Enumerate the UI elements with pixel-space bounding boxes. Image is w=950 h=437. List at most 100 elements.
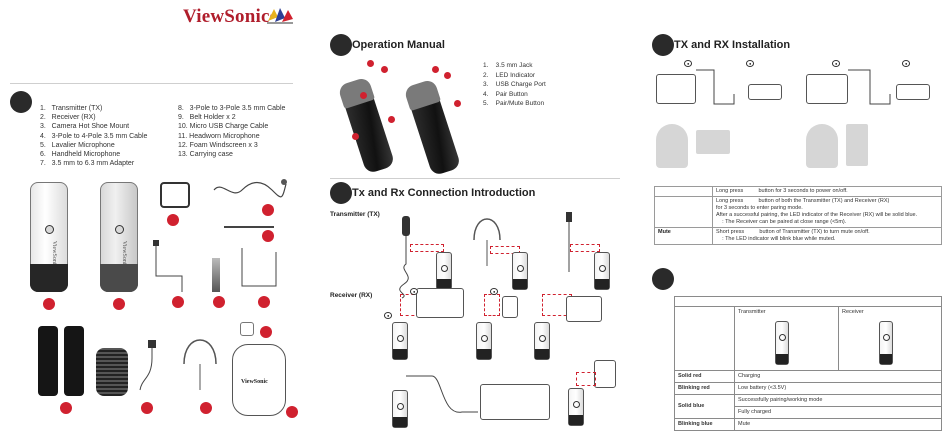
led-state: Solid red (674, 370, 735, 383)
tx-caption: Transmitter (TX) (330, 211, 380, 218)
callout-1 (43, 298, 55, 310)
section-badge-installation (652, 34, 674, 56)
list-item: 5. Pair/Mute Button (483, 100, 545, 107)
led-tx-header: Transmitter (734, 306, 839, 371)
list-item: 5. Lavalier Microphone (40, 141, 115, 149)
contents-list-b: 8. 3-Pole to 3-Pole 3.5 mm Cable 9. Belt… (178, 104, 285, 159)
amplifier-icon (480, 384, 550, 420)
list-item: 3. USB Charge Port (483, 81, 546, 88)
callout-led (381, 66, 388, 73)
list-item: 11. Headworn Microphone (178, 132, 260, 140)
rx-unit (392, 390, 408, 428)
camera-cable-image (696, 69, 735, 105)
callout-7 (213, 296, 225, 308)
callout-usb (352, 133, 359, 140)
section-badge-led (652, 268, 674, 290)
rx-unit (534, 322, 550, 360)
carrying-case-image: ViewSonic (232, 344, 286, 416)
windscreen-image (96, 348, 128, 396)
operation-parts-list: 1. 3.5 mm Jack 2. LED Indicator 3. USB C… (483, 61, 546, 109)
list-item: 9. Belt Holder x 2 (178, 114, 236, 122)
connection-line (576, 372, 596, 386)
led-table-title (674, 296, 942, 307)
left-divider (10, 83, 293, 84)
port-label: ● (832, 60, 841, 67)
led-meaning: Low battery (<3.5V) (734, 382, 942, 395)
list-item: 13. Carrying case (178, 151, 233, 159)
callout-13 (286, 406, 298, 418)
list-item: 3. Camera Hot Shoe Mount (40, 123, 130, 131)
list-item: 4. 3-Pole to 4-Pole 3.5 mm Cable (40, 132, 148, 140)
lavalier-mic-image (153, 240, 183, 292)
brand-logo: ViewSonic ® (183, 6, 275, 28)
list-item: 4. Pair Button (483, 90, 528, 98)
straight-cable-image (224, 226, 274, 228)
callout-rx-led (444, 72, 451, 79)
list-item: 1. 3.5 mm Jack (483, 62, 533, 69)
callout-pair-mute (388, 116, 395, 123)
callout-2 (113, 298, 125, 310)
instruction-label (654, 196, 713, 228)
led-state: Blinking blue (674, 418, 735, 431)
transmitter-image: ViewSonic (30, 182, 68, 292)
brand-name: ViewSonic (183, 6, 270, 27)
callout-8 (262, 230, 274, 242)
power-button-icon (45, 225, 54, 234)
led-meaning: Fully charged (734, 406, 942, 419)
contents-list-a: 1. Transmitter (TX) 2. Receiver (RX) 3. … (40, 104, 147, 168)
list-item: 6. Handheld Microphone (40, 151, 121, 159)
hot-shoe-mount-image (160, 182, 190, 208)
callout-6 (260, 326, 272, 338)
led-rx-header: Receiver (838, 306, 942, 371)
tx-unit (436, 252, 452, 290)
rx-unit (568, 388, 584, 426)
connection-line (570, 244, 600, 252)
belt-holder-image (64, 326, 84, 396)
instructions-table: Long press button for 3 seconds to power… (654, 186, 942, 245)
receiver-diagram (403, 78, 462, 177)
callout-10 (258, 296, 270, 308)
section-badge-contents (10, 91, 32, 113)
led-meaning: Mute (734, 418, 942, 431)
list-item: 1. Transmitter (TX) (40, 105, 103, 112)
transmitter-diagram (337, 76, 396, 175)
tx-led-image (775, 321, 789, 365)
list-item: 8. 3-Pole to 3-Pole 3.5 mm Cable (178, 105, 286, 112)
led-table: Transmitter Receiver Solid red Charging … (674, 296, 942, 431)
tx-unit (594, 252, 610, 290)
instruction-label (654, 186, 713, 197)
camera-install-icon (656, 74, 696, 104)
port-label: ● (746, 60, 755, 67)
tablet-cable-image (848, 69, 891, 105)
callout-11 (200, 402, 212, 414)
callout-rx-pair (454, 100, 461, 107)
camera-mount-icon (696, 130, 730, 154)
instruction-text: Short press button of Transmitter (TX) t… (712, 227, 942, 245)
list-item: 12. Foam Windscreen x 3 (178, 141, 258, 149)
adapter-image (212, 258, 220, 292)
camera-icon (566, 296, 602, 322)
rx-led-image (879, 321, 893, 365)
headworn-mic-image (183, 339, 217, 390)
led-state: Solid blue (674, 394, 735, 419)
led-state: Blinking red (674, 382, 735, 395)
section-badge-operation (330, 34, 352, 56)
lavalier-image (566, 212, 572, 272)
rx-cable-image (406, 375, 478, 413)
list-item: 7. 3.5 mm to 6.3 mm Adapter (40, 160, 135, 168)
tablet-install-icon (806, 74, 848, 104)
led-blank-cell (674, 306, 735, 371)
connection-line (490, 246, 520, 254)
led-meaning: Charging (734, 370, 942, 383)
headset-image (473, 218, 501, 266)
callout-4 (262, 204, 274, 216)
callout-9 (60, 402, 72, 414)
callout-rx-jack (432, 66, 439, 73)
lavalier-clip-image (139, 340, 156, 391)
case-label: ViewSonic (241, 379, 268, 385)
person-speaking-icon (656, 124, 688, 168)
middle-divider (330, 178, 620, 179)
port-label: ● (684, 60, 693, 67)
tripod-icon (846, 124, 868, 166)
port-label: ● (490, 288, 499, 295)
